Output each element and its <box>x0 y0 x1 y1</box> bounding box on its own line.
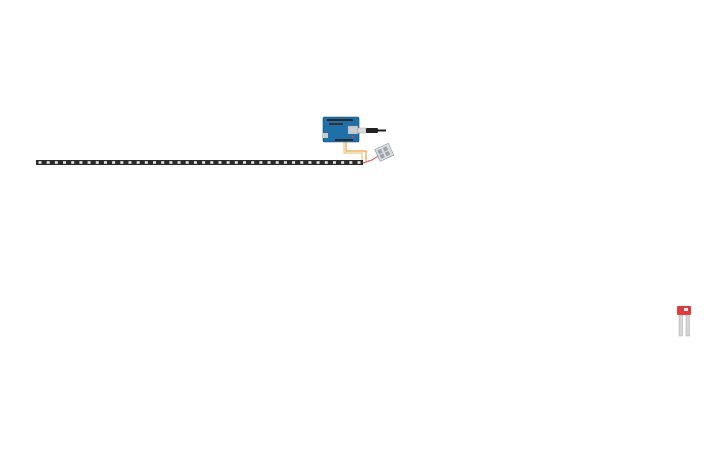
led <box>259 161 263 164</box>
led <box>202 161 206 164</box>
led <box>54 161 58 164</box>
led <box>316 161 320 164</box>
led <box>120 161 124 164</box>
led <box>103 161 107 164</box>
led <box>251 161 255 164</box>
sensor-module[interactable] <box>374 142 395 162</box>
led <box>87 161 91 164</box>
led <box>341 161 345 164</box>
led <box>136 161 140 164</box>
led <box>349 161 353 164</box>
led <box>324 161 328 164</box>
led <box>275 161 279 164</box>
led <box>300 161 304 164</box>
wires[interactable] <box>343 142 382 164</box>
usb-cable[interactable] <box>357 127 386 134</box>
wire-orange[interactable] <box>345 142 367 161</box>
led <box>177 161 181 164</box>
led <box>169 161 173 164</box>
led <box>292 161 296 164</box>
led <box>161 161 165 164</box>
led <box>46 161 50 164</box>
led <box>153 161 157 164</box>
soil-moisture-sensor[interactable] <box>677 306 691 337</box>
led <box>63 161 67 164</box>
led <box>357 161 361 164</box>
led <box>283 161 287 164</box>
led <box>79 161 83 164</box>
led <box>308 161 312 164</box>
led <box>38 161 42 164</box>
led <box>112 161 116 164</box>
led <box>193 161 197 164</box>
led <box>218 161 222 164</box>
led <box>185 161 189 164</box>
led-strip-leds <box>38 161 361 164</box>
led <box>71 161 75 164</box>
led <box>267 161 271 164</box>
led <box>332 161 336 164</box>
led <box>242 161 246 164</box>
led <box>95 161 99 164</box>
led <box>128 161 132 164</box>
led-strip[interactable] <box>36 160 363 165</box>
wire-yellow[interactable] <box>343 142 363 161</box>
led <box>144 161 148 164</box>
led <box>234 161 238 164</box>
led <box>226 161 230 164</box>
arduino-uno[interactable] <box>322 116 360 143</box>
led <box>210 161 214 164</box>
